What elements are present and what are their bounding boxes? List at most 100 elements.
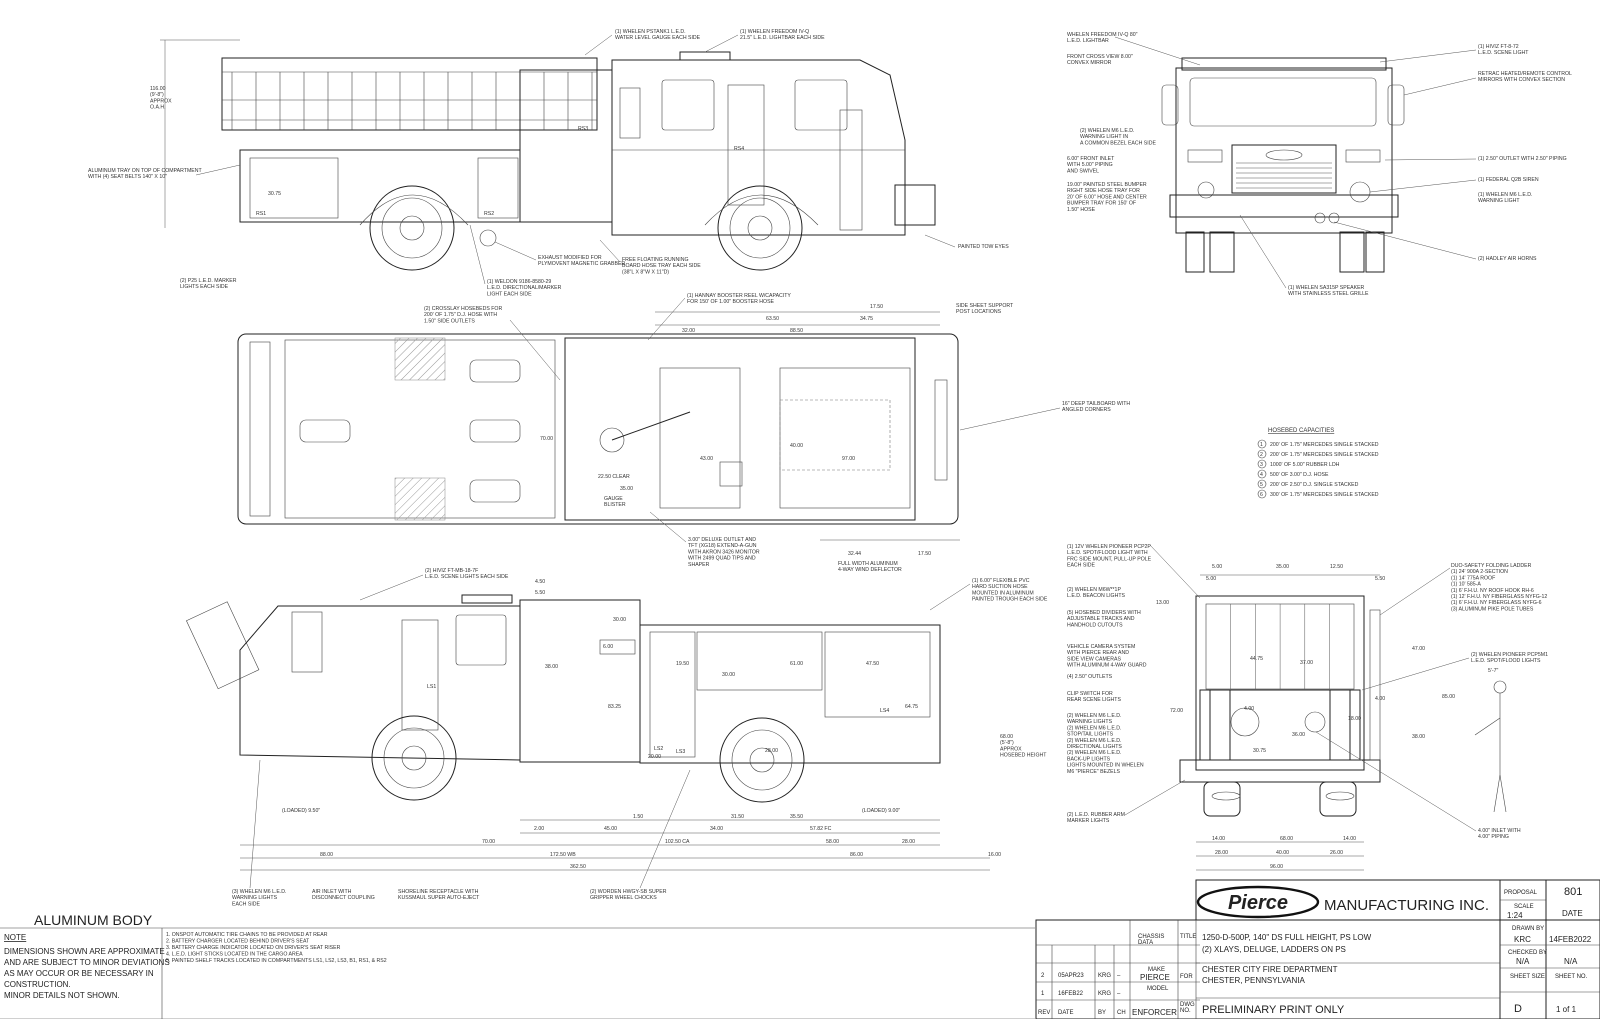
top-view: 22.50 CLEAR 35.00 70.00 40.00 43.00 97.0… — [237, 293, 1130, 573]
text-line: WARNING LIGHTS — [1067, 719, 1113, 725]
hosebed-number-circle — [1257, 489, 1267, 499]
dim-1-50: 1.50 — [633, 814, 643, 820]
scale-label: SCALE — [1514, 904, 1534, 910]
drawing-title: 1250-D-500P, 140" DS FULL HEIGHT, PS LOW… — [1202, 933, 1372, 954]
text-line: TFT (XG18) EXTEND-A-GUN — [688, 543, 757, 549]
hosebed-number: 5 — [1260, 482, 1263, 488]
make-value: PIERCE — [1140, 973, 1170, 982]
text-line: LIGHTS MOUNTED IN WHELEN — [1067, 763, 1144, 769]
text-line: POST LOCATIONS — [956, 309, 1002, 315]
dim-6: 6.00 — [603, 644, 613, 650]
text-line: 3.00" DELUXE OUTLET AND — [688, 537, 756, 543]
dim-2: 2.00 — [534, 826, 544, 832]
text-line: FOR 150' OF 1.00" BOOSTER HOSE — [687, 299, 775, 305]
text-line: O.A.H. — [150, 105, 166, 111]
text-line: 20' OF 6.00" HOSE AND CENTER — [1067, 194, 1147, 200]
dim-86: 86.00 — [850, 852, 863, 858]
rev-ch: – — [1117, 973, 1121, 979]
text-line: CHASSIS — [1138, 934, 1164, 940]
dwg-no: PRELIMINARY PRINT ONLY — [1202, 1004, 1345, 1016]
text-line: DWG — [1180, 1002, 1195, 1008]
dim-45: 45.00 — [604, 826, 617, 832]
text-line: VEHICLE CAMERA SYSTEM — [1067, 644, 1135, 650]
callout-cross-mirror: FRONT CROSS VIEW 8.00"CONVEX MIRROR — [1067, 54, 1133, 66]
text-line: CONSTRUCTION. — [4, 980, 71, 989]
text-line: (1) 2.50" OUTLET WITH 2.50" PIPING — [1478, 156, 1567, 162]
text-line: APPROX — [1000, 746, 1022, 752]
text-line: (1) WHELEN M6 L.E.D. — [1478, 192, 1532, 198]
hosebed-item: 200' OF 1.75" MERCEDES SINGLE STACKED — [1270, 452, 1379, 458]
text-line: MIRRORS WITH CONVEX SECTION — [1478, 77, 1565, 83]
text-line: (1) 6' F.H.U. NY FIBERGLASS NYFG-6 — [1451, 600, 1542, 606]
text-line: (2) WHELEN M6 L.E.D. — [1067, 725, 1121, 731]
text-line: (3) ALUMINUM PIKE POLE TUBES — [1451, 606, 1534, 612]
text-line: BACK-UP LIGHTS — [1067, 756, 1111, 762]
text-line: FREE FLOATING RUNNING — [622, 257, 688, 263]
dim-31-50: 31.50 — [731, 814, 744, 820]
label-rs4: RS4 — [734, 146, 744, 152]
body-type: ALUMINUM BODY — [34, 912, 153, 928]
rear-dim-37: 37.00 — [1300, 660, 1313, 666]
hosebed-item: 300' OF 1.75" MERCEDES SINGLE STACKED — [1270, 492, 1379, 498]
callout-m6-single: (1) WHELEN M6 L.E.D.WARNING LIGHT — [1478, 192, 1532, 204]
text-line: WITH PIERCE REAR AND — [1067, 650, 1129, 656]
text-line: WATER LEVEL GAUGE EACH SIDE — [615, 35, 701, 41]
text-line: 16" DEEP TAILBOARD WITH — [1062, 401, 1130, 407]
rear-dim-96: 96.00 — [1270, 864, 1283, 870]
text-line: FRONT CROSS VIEW 8.00" — [1067, 54, 1133, 60]
text-line: WARNING LIGHT — [1478, 198, 1520, 204]
note-heading: NOTE — [4, 933, 26, 942]
rear-dim-4-b: 4.00 — [1375, 696, 1385, 702]
make-label: MAKE — [1148, 967, 1165, 973]
text-line: DATA — [1138, 940, 1153, 946]
note-item: 3. BATTERY CHARGE INDICATOR LOCATED ON D… — [166, 945, 341, 951]
text-line: L.E.D. BEACON LIGHTS — [1067, 593, 1125, 599]
text-line: ALUMINUM TRAY ON TOP OF COMPARTMENT — [88, 168, 202, 174]
callout-rear-m6: (2) WHELEN M6 L.E.D.WARNING LIGHTS(2) WH… — [1067, 713, 1144, 775]
text-line: (2) HIVIZ FT-MB-18-7F — [425, 568, 478, 574]
sheet-size: D — [1514, 1003, 1522, 1015]
hosebed-number: 6 — [1260, 492, 1263, 498]
dim-362-50: 362.50 — [570, 864, 586, 870]
hosebed-number: 1 — [1260, 442, 1263, 448]
rev-header: CH — [1117, 1010, 1126, 1016]
compartment-dim: 30.75 — [268, 191, 281, 197]
rear-dim-44-75: 44.75 — [1250, 656, 1263, 662]
text-line: (2) WHELEN M6 L.E.D. — [1080, 128, 1134, 134]
text-line: 4-WAY WIND DEFLECTOR — [838, 567, 902, 573]
dim-40: 40.00 — [790, 443, 803, 449]
rev-number: 1 — [1041, 991, 1045, 997]
text-line: (1) HIVIZ FT-8-72 — [1478, 44, 1519, 50]
hosebed-number: 3 — [1260, 462, 1263, 468]
text-line: L.E.D. SPOT/FLOOD LIGHTS — [1471, 658, 1541, 664]
company-name: MANUFACTURING INC. — [1324, 897, 1489, 914]
rev-by: KRG — [1098, 991, 1111, 997]
text-line: (1) WELDON 9186-8580-29 — [487, 279, 551, 285]
dim-63-50: 63.50 — [766, 316, 779, 322]
proposal-number: 801 — [1564, 886, 1582, 898]
text-line: KUSSMAUL SUPER AUTO-EJECT — [398, 895, 480, 901]
text-line: STOP/TAIL LIGHTS — [1067, 732, 1114, 738]
dim-70-side: 70.00 — [482, 839, 495, 845]
dim-70-top: 70.00 — [540, 436, 553, 442]
callout-ladders: DUO-SAFETY FOLDING LADDER(1) 24' 900A 2-… — [1451, 563, 1547, 612]
callout-front-outlet: (1) 2.50" OUTLET WITH 2.50" PIPING — [1478, 156, 1567, 162]
text-line: (2) WHELEN M6W**1P — [1067, 587, 1121, 593]
seat — [299, 419, 351, 443]
note-item: 4. L.E.D. LIGHT STICKS LOCATED IN THE CA… — [166, 952, 303, 958]
text-line: SIDE SHEET SUPPORT — [956, 303, 1014, 309]
side-view-officer: LS1 LS2 LS3 LS4 4.50 5.50 30.00 6.00 19.… — [186, 568, 1048, 907]
text-line: (2) WHELEN M6 L.E.D. — [1067, 738, 1121, 744]
text-line: PAINTED TROUGH EACH SIDE — [972, 597, 1048, 603]
text-line: (1) WHELEN SA315P SPEAKER — [1288, 285, 1365, 291]
hosebed-number-circle — [1257, 469, 1267, 479]
